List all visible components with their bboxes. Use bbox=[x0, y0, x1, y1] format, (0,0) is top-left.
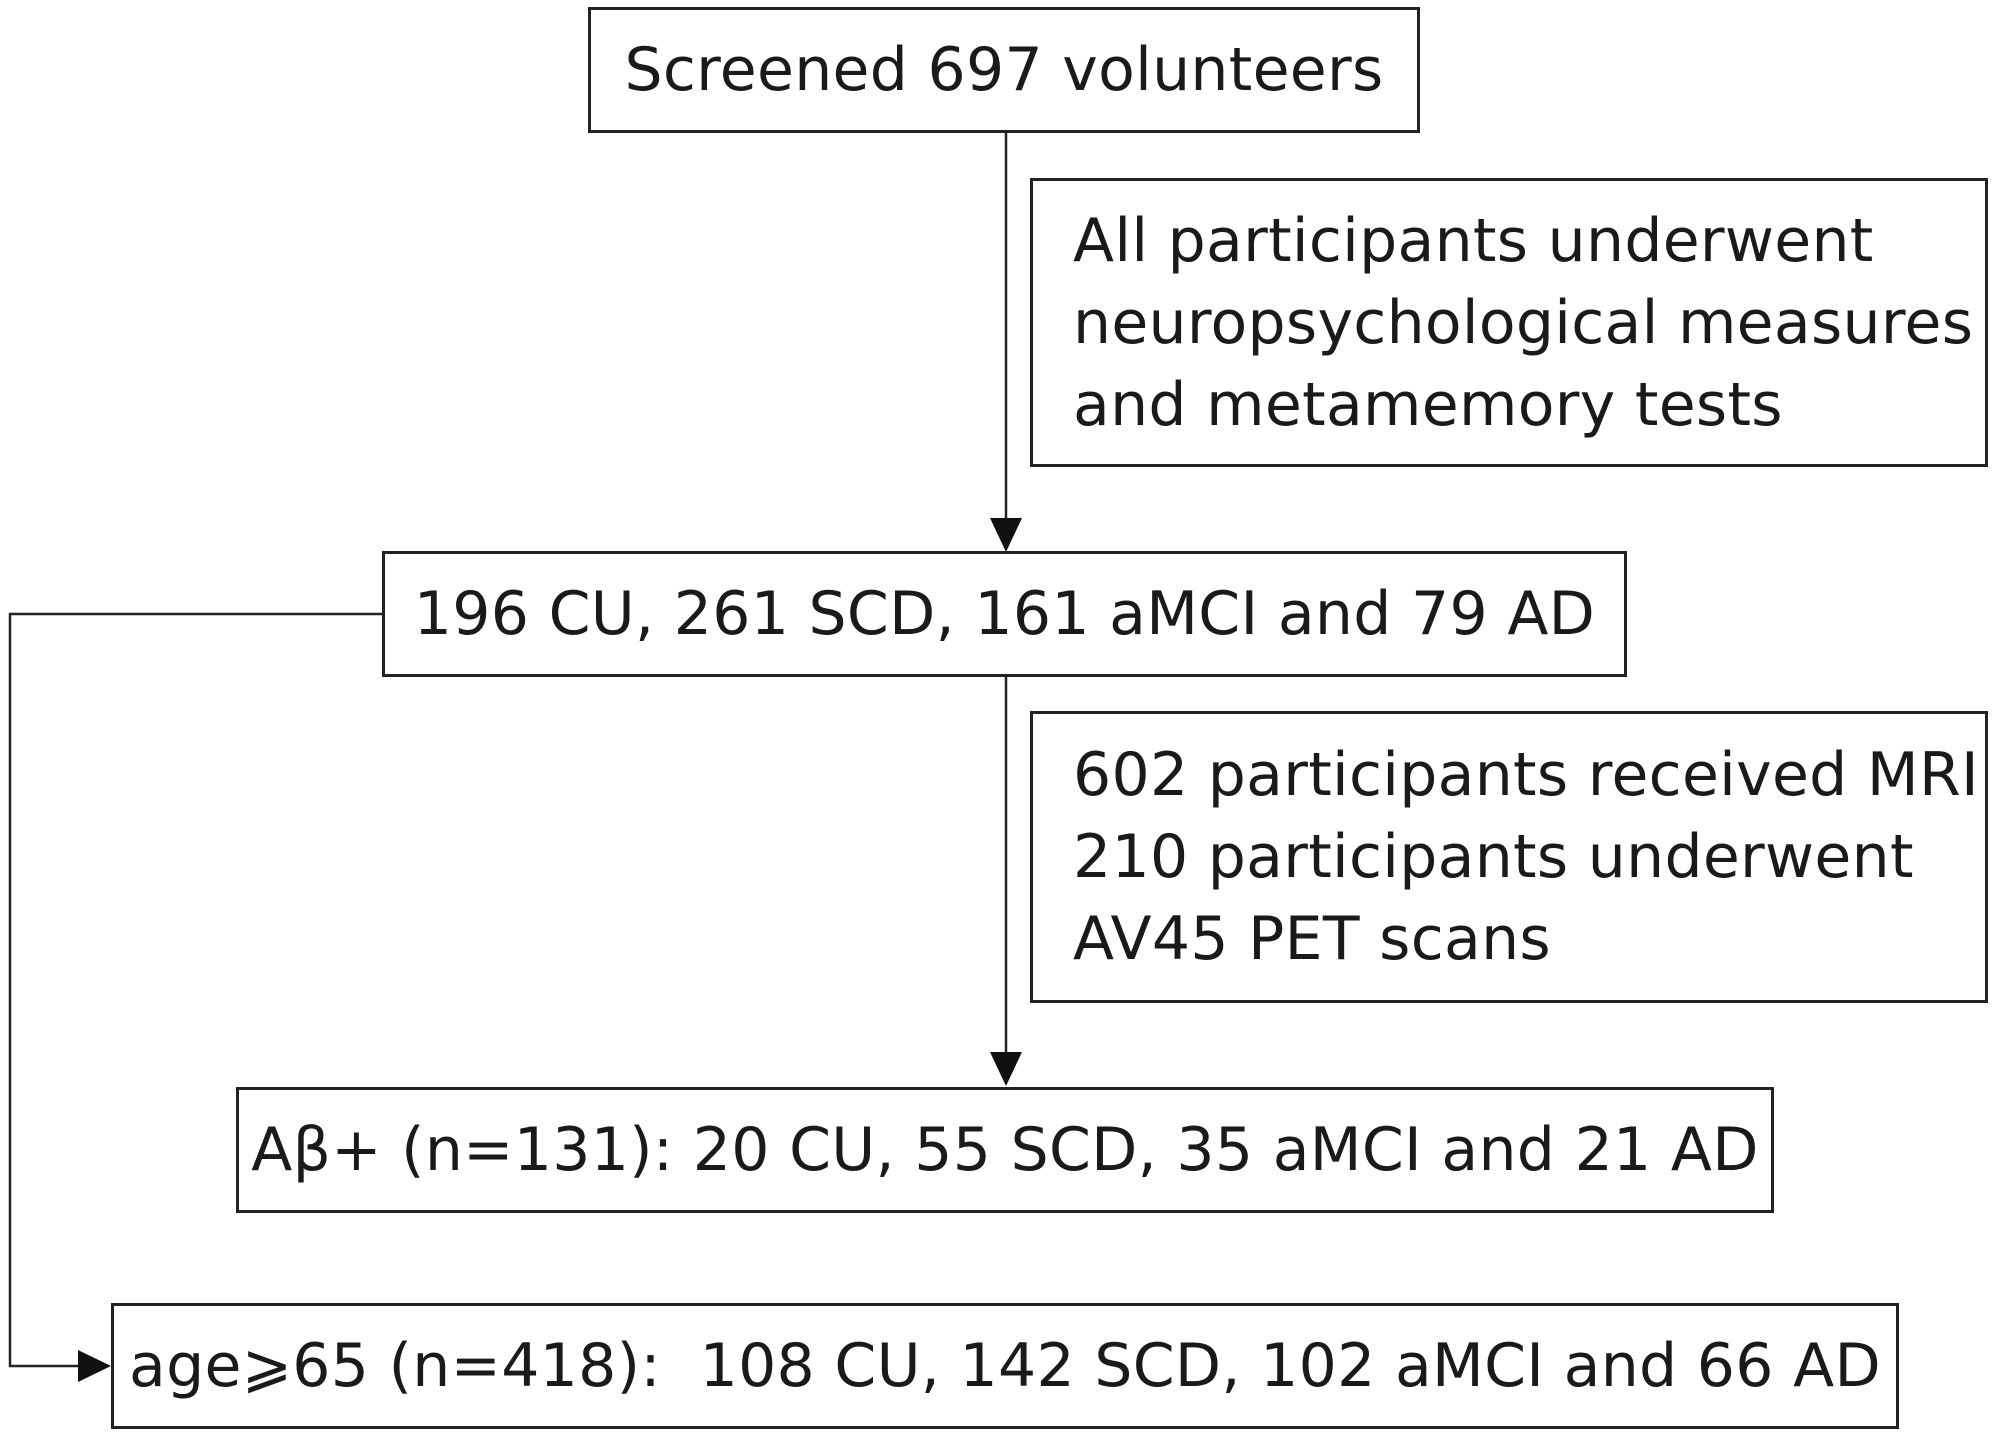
note2-line3: AV45 PET scans bbox=[1073, 904, 1551, 974]
note1-line2: neuropsychological measures bbox=[1073, 287, 1974, 358]
groups-text: 196 CU, 261 SCD, 161 aMCI and 79 AD bbox=[413, 579, 1596, 649]
arrow-screened-to-groups bbox=[990, 133, 1022, 552]
groups-box: 196 CU, 261 SCD, 161 aMCI and 79 AD bbox=[382, 551, 1627, 677]
age-text: age⩾65 (n=418): 108 CU, 142 SCD, 102 aMC… bbox=[129, 1331, 1881, 1401]
arrow-groups-to-age bbox=[8, 612, 382, 1382]
arrow-groups-to-abeta bbox=[990, 677, 1022, 1086]
abeta-box: Aβ+ (n=131): 20 CU, 55 SCD, 35 aMCI and … bbox=[236, 1087, 1774, 1213]
screened-text: Screened 697 volunteers bbox=[624, 35, 1384, 105]
imaging-note-box: 602 participants received MRI 210 partic… bbox=[1030, 711, 1988, 1003]
assessment-note-box: All participants underwent neuropsycholo… bbox=[1030, 178, 1988, 467]
note2-line1: 602 participants received MRI bbox=[1073, 740, 1979, 810]
note2-line2: 210 participants underwent bbox=[1073, 822, 1914, 892]
note1-line3: and metamemory tests bbox=[1073, 369, 1783, 440]
note1-line1: All participants underwent bbox=[1073, 205, 1874, 276]
screened-box: Screened 697 volunteers bbox=[588, 7, 1420, 133]
abeta-text: Aβ+ (n=131): 20 CU, 55 SCD, 35 aMCI and … bbox=[251, 1115, 1759, 1185]
age-box: age⩾65 (n=418): 108 CU, 142 SCD, 102 aMC… bbox=[111, 1303, 1899, 1429]
